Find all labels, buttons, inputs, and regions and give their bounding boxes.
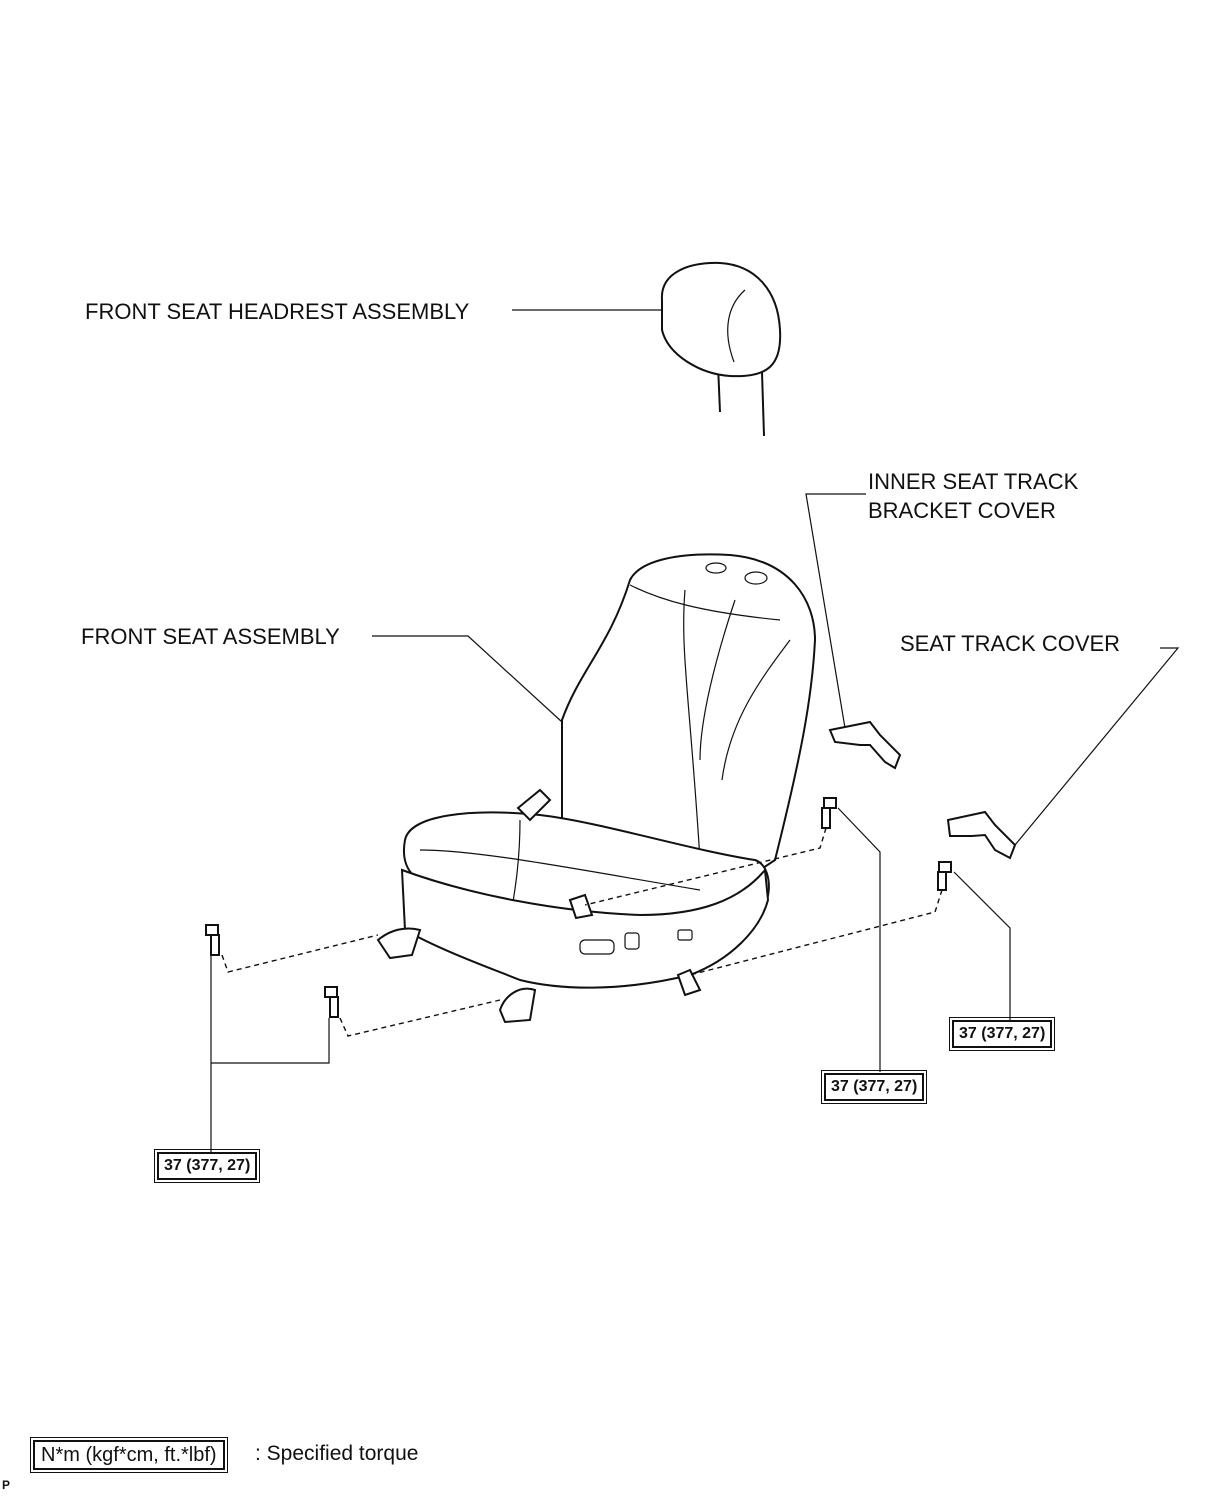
inner-cover-label-line2: BRACKET COVER	[868, 498, 1056, 523]
corner-mark: P	[2, 1478, 11, 1492]
inner-bracket-cover-drawing	[828, 720, 902, 770]
bolt-paths	[221, 827, 943, 1037]
seat-drawing	[376, 553, 817, 1024]
headrest-label: FRONT SEAT HEADREST ASSEMBLY	[85, 299, 470, 324]
headrest-drawing	[660, 261, 782, 437]
leader-lines	[210, 309, 1180, 1152]
track-cover-drawing	[946, 810, 1017, 860]
legend-unit-box: N*m (kgf*cm, ft.*lbf)	[30, 1437, 228, 1473]
torque-box-right: 37 (377, 27)	[948, 1017, 1056, 1051]
track-cover-label: SEAT TRACK COVER	[900, 631, 1121, 656]
inner-cover-label-line1: INNER SEAT TRACK	[868, 469, 1079, 494]
torque-box-center: 37 (377, 27)	[820, 1070, 928, 1104]
legend-description: : Specified torque	[255, 1442, 419, 1465]
seat-label: FRONT SEAT ASSEMBLY	[81, 624, 340, 649]
torque-box-left: 37 (377, 27)	[153, 1149, 261, 1183]
